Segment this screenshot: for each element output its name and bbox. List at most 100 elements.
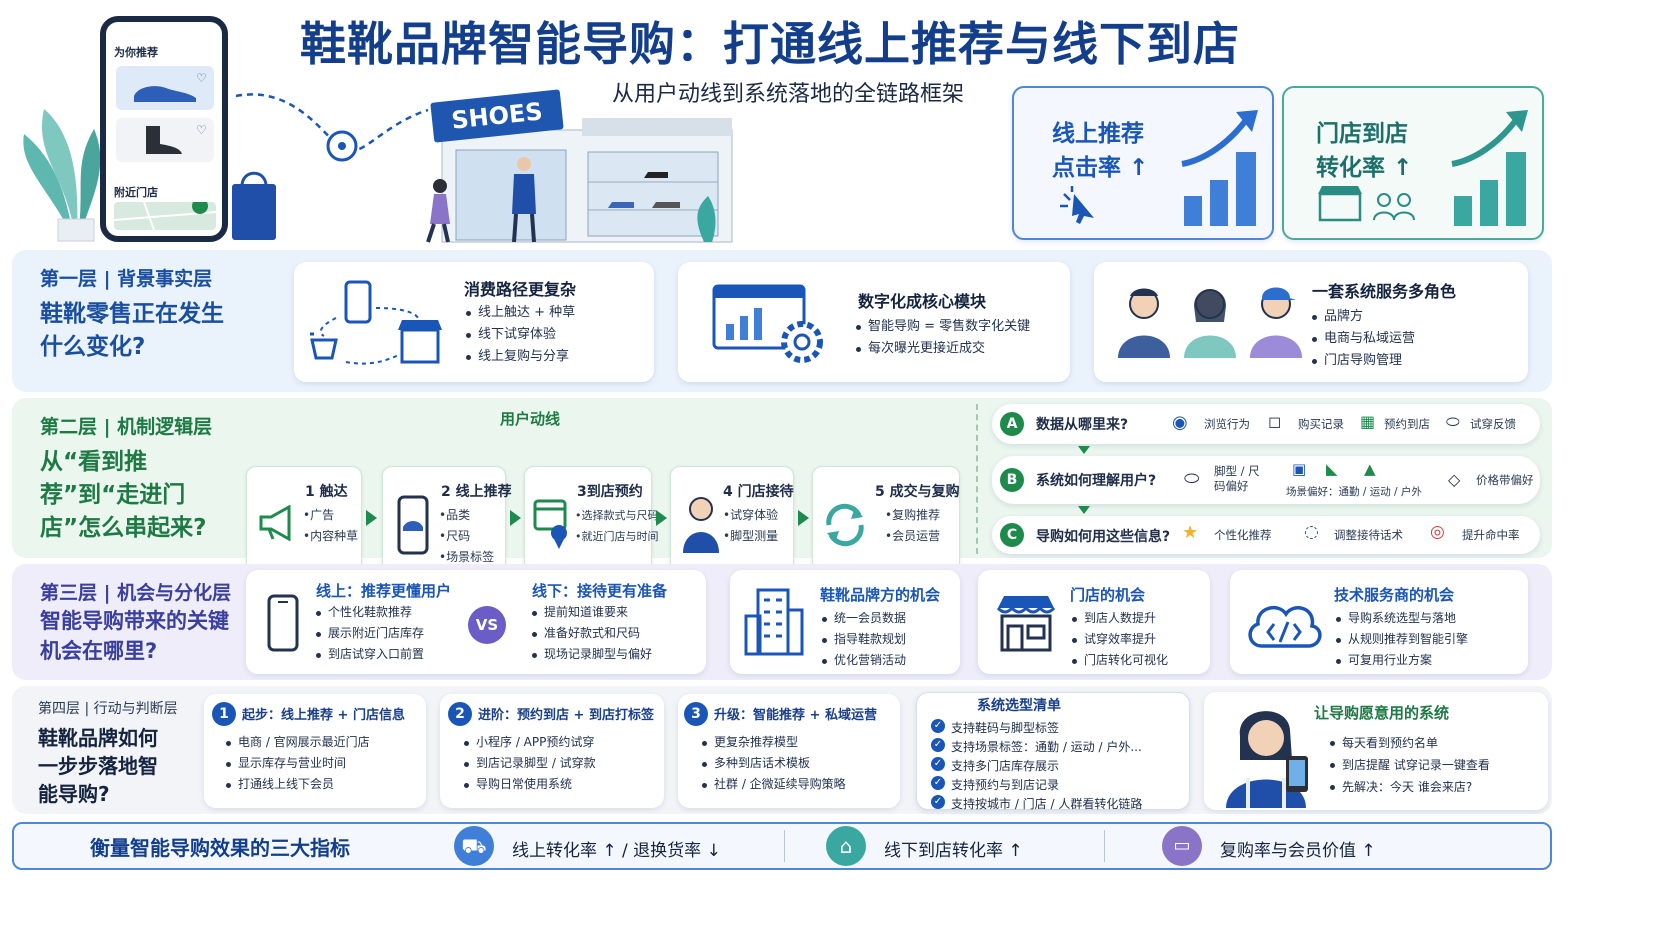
list-item: 到店提醒 试穿记录一键查看 <box>1328 754 1490 776</box>
list-item: 线上复购与分享 <box>464 346 575 368</box>
flow-step-list: •复购推荐 •会员运营 <box>885 505 940 547</box>
check-icon: ✓ <box>931 795 945 809</box>
kpi-card-online-click: 线上推荐 点击率 ↑ <box>1012 86 1274 240</box>
list-item: 提前知道谁要来 <box>530 602 652 623</box>
qa-item: 场景偏好：通勤 / 运动 / 户外 <box>1286 486 1422 498</box>
phone-frame: 为你推荐 ♡ ♡ 附近门店 <box>100 16 228 242</box>
qa-down-arrow <box>1078 506 1090 514</box>
checklist-item: ✓支持按城市 / 门店 / 人群看转化链路 <box>931 793 1187 812</box>
three-roles-icon <box>1118 287 1302 358</box>
guide-system-card: 让导购愿意用的系统 每天看到预约名单 到店提醒 试穿记录一键查看 先解决：今天 … <box>1204 692 1548 810</box>
target-icon: ◎ <box>1430 522 1445 542</box>
storefront-icon <box>996 596 1056 652</box>
qa-item: 提升命中率 <box>1462 528 1520 542</box>
checklist-items: ✓支持鞋码与脚型标签 ✓支持场景标签：通勤 / 运动 / 户外... ✓支持多门… <box>931 717 1187 812</box>
price-tag-icon: ◇ <box>1448 470 1461 489</box>
layer2-label: 第二层 | 机制逻辑层 <box>40 416 213 438</box>
metric-online-conversion: 线上转化率 ↑ / 退换货率 ↓ <box>512 841 721 861</box>
action-step-list: 更复杂推荐模型 多种到店话术模板 社群 / 企微延续导购策略 <box>700 732 846 795</box>
tech-opportunity-title: 技术服务商的机会 <box>1334 586 1455 604</box>
layer4-label: 第四层 | 行动与判断层 <box>38 701 178 717</box>
guide-system-list: 每天看到预约名单 到店提醒 试穿记录一键查看 先解决：今天 谁会来店? <box>1328 732 1490 798</box>
list-item: 线下试穿体验 <box>464 324 575 346</box>
qa-item: 预约到店 <box>1384 417 1430 431</box>
list-item: 试穿效率提升 <box>1070 629 1168 650</box>
mountain-icon: ▲ <box>1364 460 1376 478</box>
list-item: 品牌方 <box>1310 306 1415 328</box>
flow-step-title: 2 线上推荐 <box>441 484 512 500</box>
qa-row-understand-user: B 系统如何理解用户? ⬭ 脚型 / 尺码偏好 ▣ ◣ ▲ 场景偏好：通勤 / … <box>992 456 1540 504</box>
qa-item: 价格带偏好 <box>1476 473 1534 487</box>
layer3-label: 第三层 | 机会与分化层 <box>40 582 232 604</box>
kpi-online-line1: 线上推荐 <box>1052 121 1144 147</box>
list-item: 社群 / 企微延续导购策略 <box>700 774 846 795</box>
qa-badge: A <box>1000 412 1024 436</box>
flow-arrow <box>366 510 377 526</box>
qa-question: 系统如何理解用户? <box>1036 473 1157 489</box>
offline-title: 线下：接待更有准备 <box>532 582 668 600</box>
tech-opportunity-list: 导购系统选型与落地 从规则推荐到智能引擎 可复用行业方案 <box>1334 608 1468 671</box>
metrics-footer-title: 衡量智能导购效果的三大指标 <box>90 836 350 860</box>
action-step-title: 进阶：预约到店 + 到店打标签 <box>478 708 654 723</box>
action-step-2: 2 进阶：预约到店 + 到店打标签 小程序 / APP预约试穿 到店记录脚型 /… <box>440 694 664 808</box>
dashboard-gear-icon <box>712 284 823 363</box>
list-item: 门店转化可视化 <box>1070 650 1168 671</box>
kpi-card-store-conversion: 门店到店 转化率 ↑ <box>1282 86 1544 240</box>
list-item: 小程序 / APP预约试穿 <box>462 732 596 753</box>
star-icon: ★ <box>1182 522 1199 543</box>
qa-badge: B <box>1000 468 1024 492</box>
store-icon: ⌂ <box>826 826 866 866</box>
list-item: •复购推荐 <box>885 508 941 522</box>
list-item: 智能导购 = 零售数字化关键 <box>854 316 1030 338</box>
shoe-card-2[interactable]: ♡ <box>116 118 214 162</box>
guide-system-title: 让导购愿意用的系统 <box>1314 704 1450 722</box>
store-opportunity-list: 到店人数提升 试穿效率提升 门店转化可视化 <box>1070 608 1168 671</box>
map-thumbnail[interactable] <box>113 198 217 231</box>
brand-opportunity-list: 统一会员数据 指导鞋款规划 优化营销活动 <box>820 608 906 671</box>
checklist-item-label: 支持多门店库存展示 <box>951 759 1060 773</box>
qa-question: 数据从哪里来? <box>1036 417 1129 433</box>
checklist-item-label: 支持场景标签：通勤 / 运动 / 户外... <box>951 740 1142 754</box>
list-item: 电商与私域运营 <box>1310 328 1415 350</box>
checklist-item: ✓ 支持多门店库存展示 <box>931 755 1187 774</box>
list-item: 打通线上线下会员 <box>224 774 370 795</box>
cursor-click-icon <box>1060 186 1094 224</box>
calendar-pin-icon <box>533 499 567 549</box>
step-number-badge: 3 <box>684 702 708 726</box>
briefcase-icon: ▣ <box>1292 460 1307 478</box>
layer1-card-path-title: 消费路径更复杂 <box>464 280 577 299</box>
list-item: •会员运营 <box>885 529 941 543</box>
smartphone-icon <box>267 594 299 652</box>
megaphone-icon <box>259 505 291 541</box>
check-icon: ✓ <box>931 776 945 790</box>
list-item: 更复杂推荐模型 <box>700 732 846 753</box>
flow-step-title: 3到店预约 <box>577 484 643 500</box>
phone-illustration: 为你推荐 ♡ ♡ 附近门店 <box>14 14 284 244</box>
list-item: 统一会员数据 <box>820 608 906 629</box>
check-icon: ✓ <box>931 757 945 771</box>
qa-row-data-source: A 数据从哪里来? ◉ 浏览行为 ◻ 购买记录 ▦ 预约到店 ⬭ 试穿反馈 <box>992 404 1540 444</box>
list-item: 优化营销活动 <box>820 650 906 671</box>
flow-arrow <box>798 510 809 526</box>
layer3-question: 智能导购带来的关键机会在哪里? <box>40 609 229 663</box>
store-opportunity-card: 门店的机会 到店人数提升 试穿效率提升 门店转化可视化 <box>978 570 1210 674</box>
layer2-divider <box>976 404 978 554</box>
kpi-store-line1: 门店到店 <box>1316 121 1408 147</box>
flow-step-list: •试穿体验•脚型测量 <box>723 505 778 547</box>
sneaker-icon: ◣ <box>1326 460 1338 478</box>
store-guide-icon <box>1226 711 1308 808</box>
staff-icon <box>683 497 719 553</box>
qa-item: 购买记录 <box>1298 417 1344 431</box>
list-item: •品类 <box>439 508 471 522</box>
map-pin-icon <box>113 198 217 231</box>
omnichannel-icon <box>310 280 442 365</box>
list-item: 现场记录脚型与偏好 <box>530 644 652 665</box>
list-item: •广告 <box>303 508 335 522</box>
layer2-question: 从“看到推荐”到“走进门店”怎么串起来? <box>40 449 207 541</box>
refresh-cycle-icon <box>826 503 864 547</box>
recommend-label: 为你推荐 <box>114 46 158 59</box>
layer1-card-digital: 数字化成核心模块 智能导购 = 零售数字化关键 每次曝光更接近成交 <box>678 262 1070 382</box>
action-step-1: 1 起步：线上推荐 + 门店信息 电商 / 官网展示最近门店 显示库存与营业时间… <box>204 694 426 808</box>
shoe-card-1[interactable]: ♡ <box>116 66 214 110</box>
qa-down-arrow <box>1078 446 1090 454</box>
